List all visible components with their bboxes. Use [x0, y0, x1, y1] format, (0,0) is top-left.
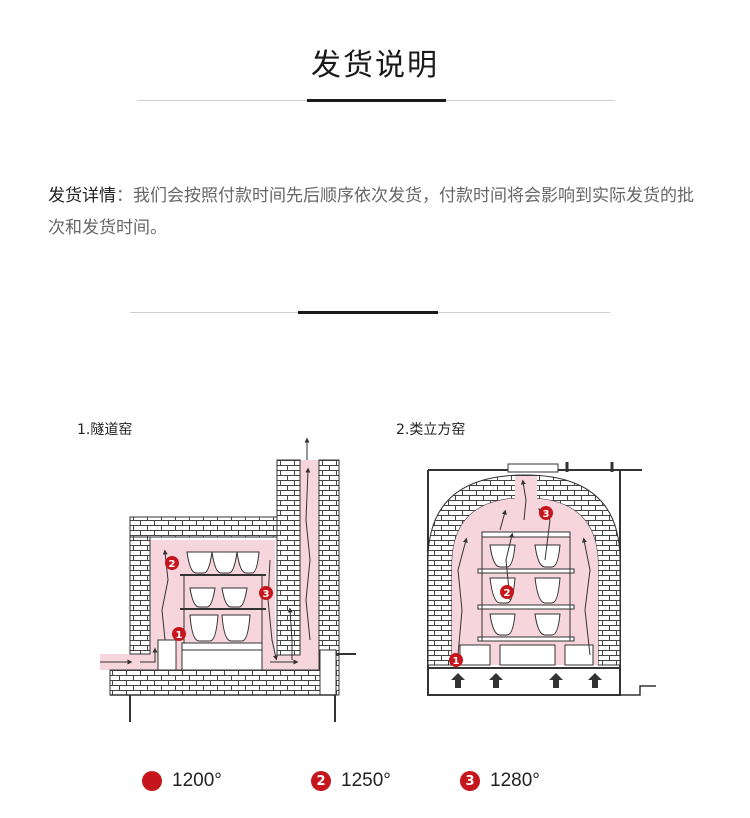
- legend-item-1250: 2 1250°: [311, 770, 391, 792]
- svg-text:3: 3: [543, 509, 550, 520]
- legend-item-1280: 3 1280°: [460, 770, 540, 792]
- shipping-details-label: 发货详情: [48, 186, 116, 206]
- svg-text:3: 3: [263, 589, 270, 600]
- title-underline: [307, 99, 446, 102]
- section-underline: [298, 311, 438, 314]
- burner-arrows: [451, 673, 602, 688]
- svg-text:2: 2: [169, 559, 176, 570]
- marker-cube-2: 2: [500, 585, 514, 599]
- marker-tunnel-1: 1: [172, 627, 186, 641]
- legend-marker-3: 3: [460, 771, 480, 791]
- page-title: 发货说明: [311, 48, 439, 83]
- legend-label-1280: 1280°: [490, 770, 540, 791]
- cube-kiln-diagram: [427, 462, 656, 696]
- legend-item-1200: 1200°: [142, 770, 222, 792]
- marker-tunnel-3: 3: [259, 586, 273, 600]
- legend-label-1250: 1250°: [341, 770, 391, 791]
- temperature-legend: 1200° 2 1250° 3 1280°: [0, 770, 750, 800]
- svg-text:1: 1: [453, 656, 460, 667]
- tunnel-kiln-caption: 1.隧道窑: [77, 422, 133, 438]
- legend-marker-1: [142, 771, 162, 791]
- svg-text:1: 1: [176, 630, 183, 641]
- shipping-details-text: 我们会按照付款时间先后顺序依次发货，付款时间将会影响到实际发货的批次和发货时间。: [48, 186, 694, 238]
- marker-cube-3: 3: [539, 506, 553, 520]
- shipping-details-separator: ：: [116, 186, 133, 206]
- legend-label-1200: 1200°: [172, 770, 222, 791]
- marker-cube-1: 1: [449, 653, 463, 667]
- shipping-details: 发货详情：我们会按照付款时间先后顺序依次发货，付款时间将会影响到实际发货的批次和…: [48, 180, 698, 244]
- tunnel-kiln-diagram: [100, 437, 356, 722]
- svg-text:2: 2: [504, 588, 511, 599]
- marker-tunnel-2: 2: [165, 556, 179, 570]
- legend-marker-2: 2: [311, 771, 331, 791]
- cube-kiln-caption: 2.类立方窑: [396, 422, 466, 438]
